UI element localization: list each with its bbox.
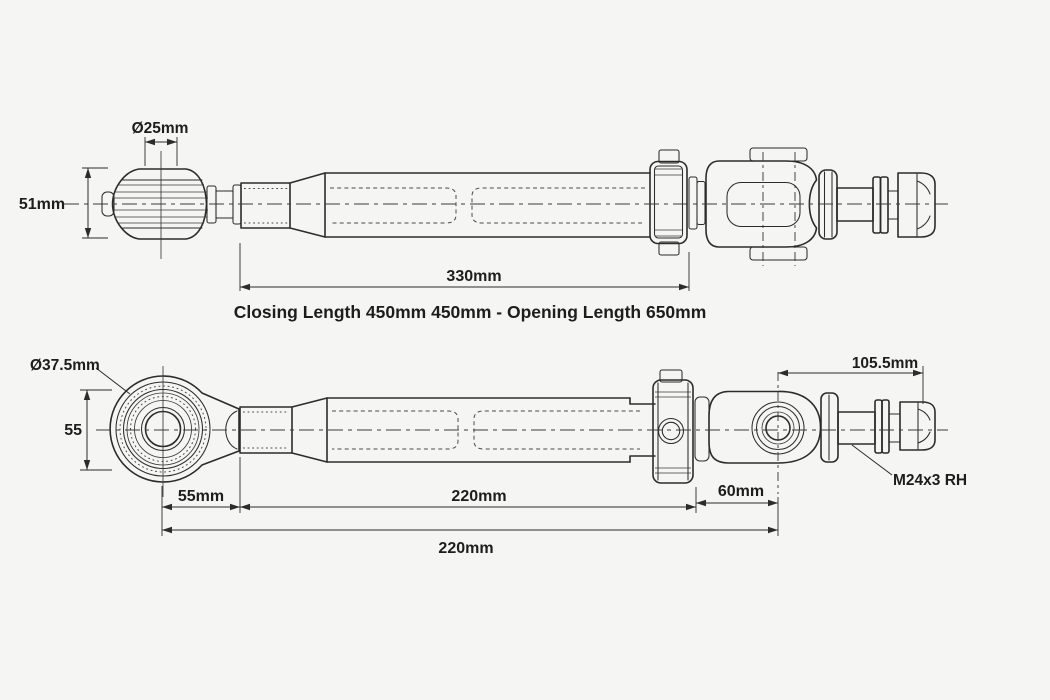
top-view-assembly: Ø25mm 51mm 330mm	[19, 120, 948, 291]
dim-body-length-top: 330mm	[446, 268, 501, 285]
caption-length-spec: Closing Length 450mm 450mm - Opening Len…	[234, 302, 707, 322]
dim-body-length-bottom: 220mm	[451, 488, 506, 505]
dim-pin-diameter: Ø25mm	[132, 120, 189, 137]
ball-joint-end	[101, 151, 208, 259]
spindle-neck	[206, 184, 242, 225]
adjuster-tube-bottom	[239, 397, 656, 463]
dim-stud-length: 105.5mm	[852, 355, 918, 372]
ball-socket-end	[694, 372, 822, 494]
dim-eye-to-body: 55mm	[178, 488, 224, 505]
bottom-view-assembly: Ø37.5mm 55 105.5mm M24x3 RH 55mm 220mm 6…	[30, 355, 967, 557]
lock-collar	[649, 149, 706, 256]
eye-end	[109, 366, 240, 497]
dim-bracket-to-center: 60mm	[718, 483, 764, 500]
lock-bracket	[652, 369, 694, 484]
dim-eye-diameter: Ø37.5mm	[30, 357, 100, 374]
dim-overall-length: 220mm	[438, 540, 493, 557]
hex-nut	[897, 172, 936, 238]
label-thread-spec: M24x3 RH	[893, 472, 967, 489]
threaded-stud-end-bottom	[820, 392, 936, 463]
top-dimensions: Ø25mm 51mm 330mm	[19, 120, 690, 291]
clevis-end	[705, 147, 818, 266]
dim-eye-height: 55	[64, 422, 82, 439]
adjuster-tube	[240, 172, 651, 238]
hex-nut-bottom	[899, 401, 936, 451]
dim-ball-height: 51mm	[19, 196, 65, 213]
bottom-dimensions: Ø37.5mm 55 105.5mm M24x3 RH 55mm 220mm 6…	[30, 355, 967, 557]
threaded-stud-end	[818, 169, 936, 240]
